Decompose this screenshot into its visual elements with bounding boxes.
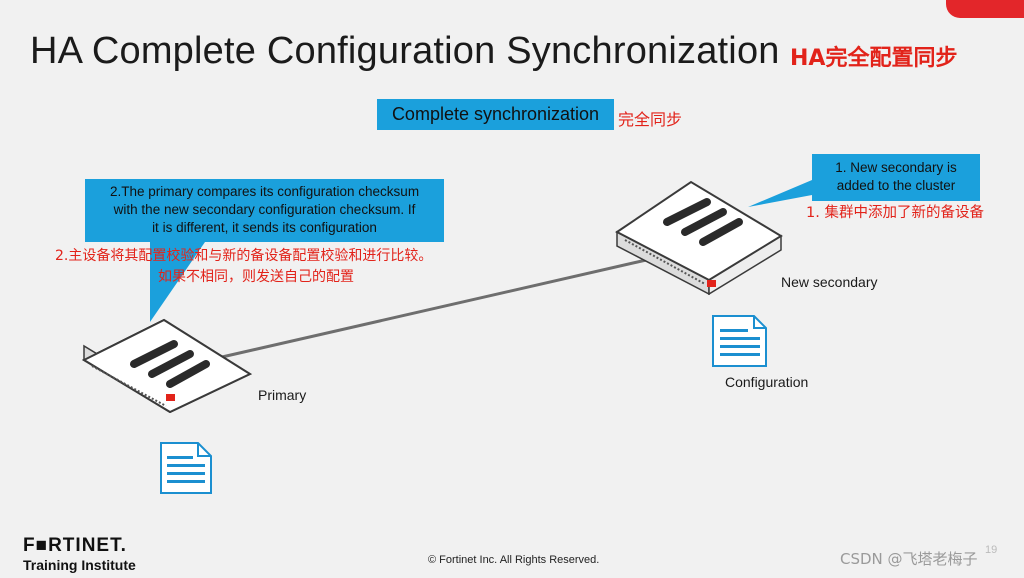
slide-title: HA Complete Configuration Synchronizatio… — [30, 30, 780, 72]
primary-callout-line-1: 2.The primary compares its configuration… — [109, 184, 420, 199]
secondary-callout-text: 1. New secondary is added to the cluster — [812, 159, 980, 195]
copyright-text: © Fortinet Inc. All Rights Reserved. — [428, 554, 600, 566]
primary-callout-cn-2: 如果不相同，则发送自己的配置 — [158, 269, 354, 285]
sync-label: Complete synchronization — [391, 104, 600, 124]
primary-callout-bubble — [85, 179, 444, 322]
primary-label: Primary — [258, 387, 307, 403]
secondary-configuration-document-icon — [712, 315, 767, 367]
secondary-callout-line-1: 1. New secondary is — [835, 160, 957, 175]
primary-configuration-document-icon — [160, 442, 212, 494]
primary-firewall-device-icon — [82, 318, 252, 413]
secondary-callout-bubble — [748, 154, 980, 207]
secondary-callout-line-2: added to the cluster — [836, 178, 956, 193]
training-institute-label: Training Institute — [23, 557, 136, 573]
sync-label-box: Complete synchronization — [377, 99, 614, 130]
secondary-callout-cn: 1. 集群中添加了新的备设备 — [806, 205, 984, 221]
configuration-label: Configuration — [725, 374, 809, 390]
slide-title-cn: HA完全配置同步 — [790, 46, 958, 71]
primary-callout-text: 2.The primary compares its configuration… — [85, 183, 444, 237]
page-number: 19 — [985, 544, 998, 556]
primary-callout-cn-1: 2.主设备将其配置校验和与新的备设备配置校验和进行比较。 — [55, 248, 433, 264]
secondary-firewall-device-icon — [615, 180, 783, 295]
corner-accent-tab — [946, 0, 1024, 18]
ha-link-line — [221, 256, 656, 359]
new-secondary-label: New secondary — [781, 274, 878, 290]
primary-callout-line-2: with the new secondary configuration che… — [113, 202, 416, 217]
csdn-watermark: CSDN @飞塔老梅子 — [840, 550, 978, 568]
primary-callout-line-3: it is different, it sends its configurat… — [152, 220, 377, 235]
sync-label-cn: 完全同步 — [618, 110, 683, 129]
fortinet-logo: F■RTINET. — [23, 535, 127, 556]
